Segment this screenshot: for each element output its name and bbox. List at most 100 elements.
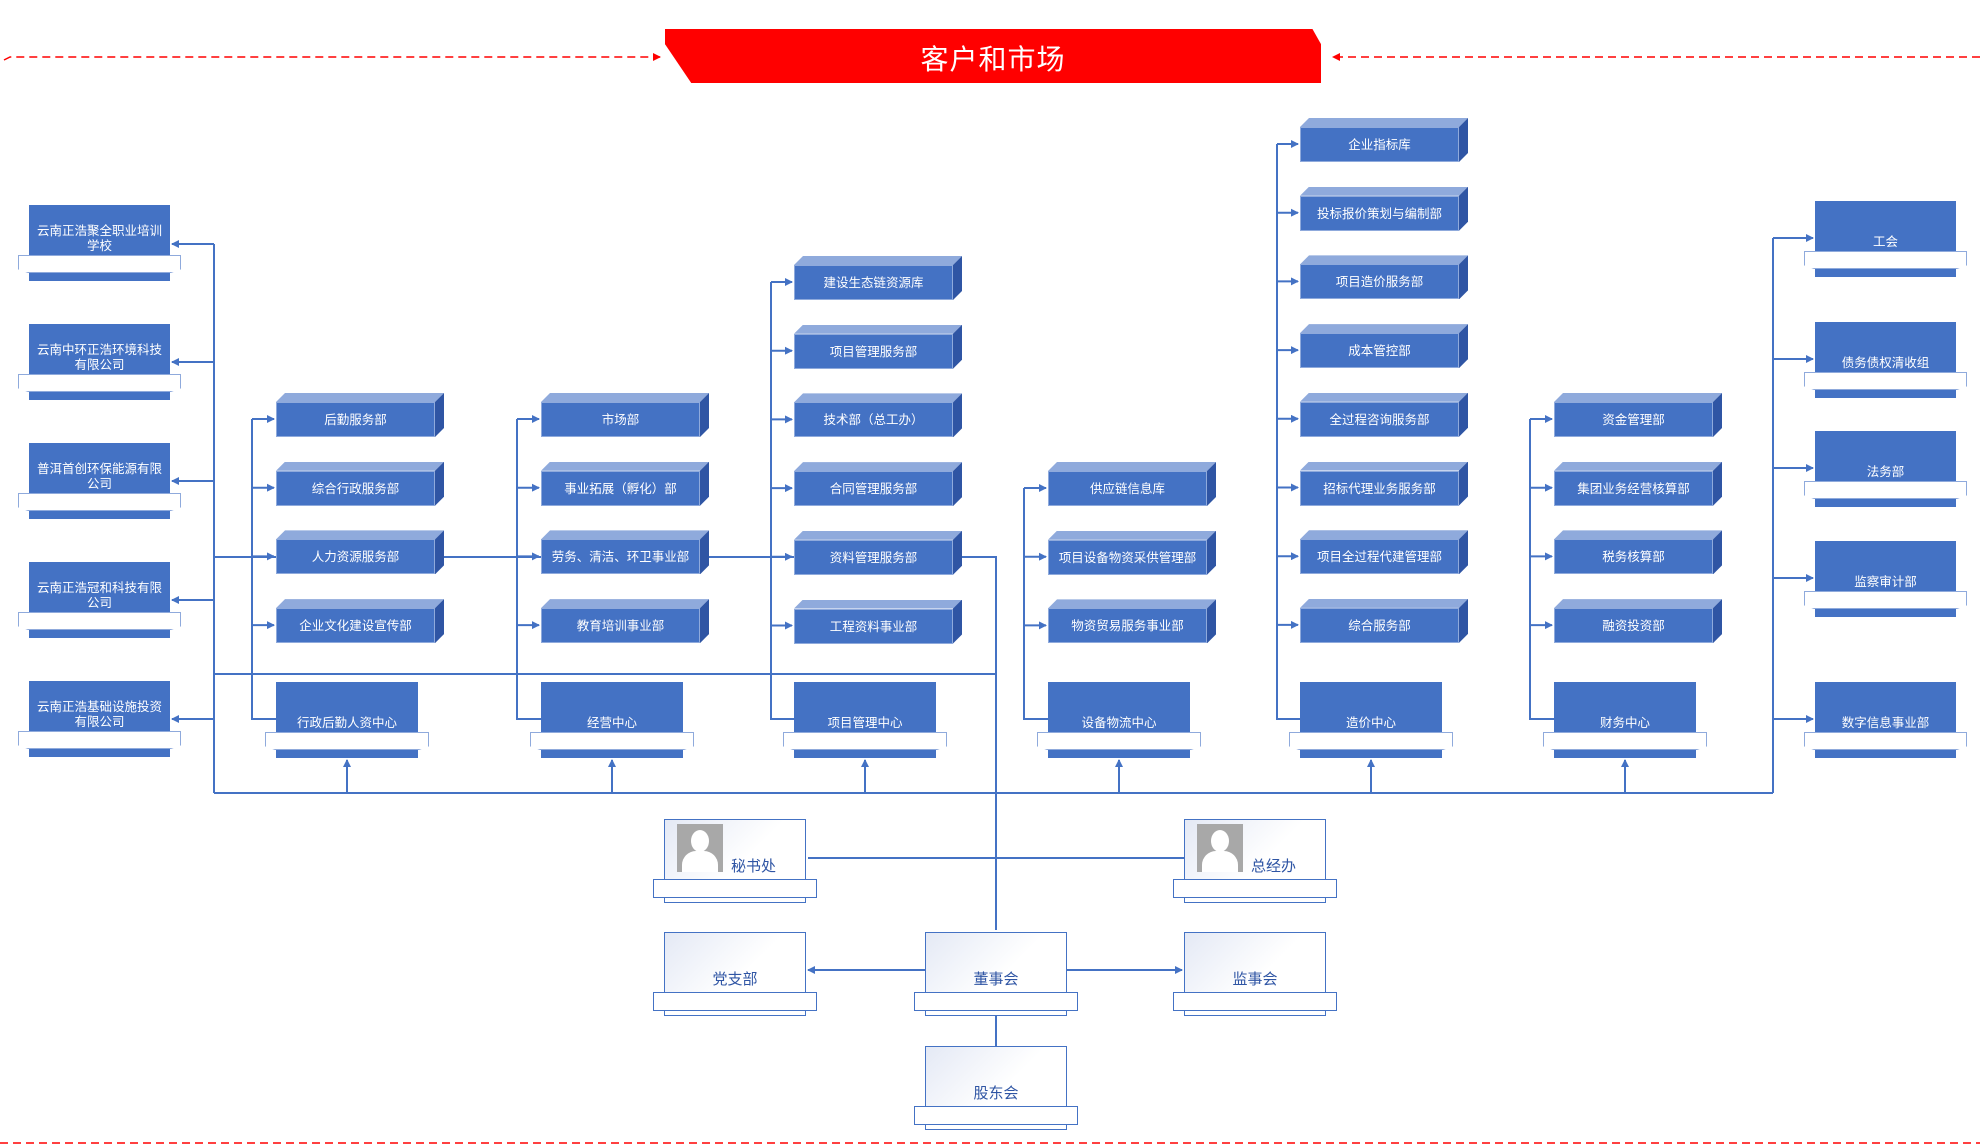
center-branch	[516, 419, 541, 720]
ribbon-band	[18, 731, 181, 749]
ribbon-band	[1804, 372, 1967, 390]
department-box[interactable]: 全过程咨询服务部	[1300, 393, 1468, 437]
department-box[interactable]: 人力资源服务部	[276, 530, 444, 575]
department-box[interactable]: 招标代理业务服务部	[1300, 462, 1468, 506]
department-box[interactable]: 项目造价服务部	[1300, 255, 1468, 300]
department-box[interactable]: 综合行政服务部	[276, 462, 444, 506]
department-box[interactable]: 投标报价策划与编制部	[1300, 187, 1468, 231]
box-side-bevel	[435, 393, 444, 437]
box-top-bevel	[541, 599, 709, 608]
department-box[interactable]: 成本管控部	[1300, 324, 1468, 369]
ribbon-band	[1289, 732, 1453, 750]
department-label: 供应链信息库	[1048, 471, 1207, 506]
ribbon-tail	[541, 750, 683, 758]
person-avatar-icon	[677, 824, 723, 872]
customer-market-banner: 客户和市场	[665, 29, 1321, 83]
department-box[interactable]: 工程资料事业部	[794, 600, 962, 644]
department-label: 资金管理部	[1554, 402, 1713, 437]
department-label: 市场部	[541, 402, 700, 437]
department-box[interactable]: 企业文化建设宣传部	[276, 599, 444, 644]
box-side-bevel	[953, 531, 962, 575]
center-branch	[1023, 488, 1048, 720]
ribbon-band	[18, 493, 181, 511]
box-side-bevel	[1459, 118, 1468, 162]
ribbon-band	[783, 732, 947, 750]
department-box[interactable]: 后勤服务部	[276, 393, 444, 437]
department-label: 物资贸易服务事业部	[1048, 608, 1207, 644]
department-box[interactable]: 综合服务部	[1300, 599, 1468, 643]
department-box[interactable]: 资金管理部	[1554, 393, 1722, 437]
avatar-head	[1211, 830, 1229, 852]
unit-label: 普洱首创环保能源有限公司	[29, 443, 170, 495]
ribbon-tail	[1815, 499, 1956, 507]
box-top-bevel	[541, 462, 709, 471]
ribbon-band	[18, 255, 181, 273]
department-label: 建设生态链资源库	[794, 265, 953, 300]
department-box[interactable]: 资料管理服务部	[794, 531, 962, 575]
department-box[interactable]: 建设生态链资源库	[794, 256, 962, 300]
box-top-bevel	[276, 530, 444, 539]
ribbon-tail	[1815, 750, 1956, 758]
department-label: 教育培训事业部	[541, 608, 700, 644]
box-side-bevel	[1713, 393, 1722, 437]
department-box[interactable]: 劳务、清洁、环卫事业部	[541, 530, 709, 575]
unit-label: 工会	[1815, 201, 1956, 253]
unit-label: 行政后勤人资中心	[276, 682, 418, 734]
box-top-bevel	[541, 393, 709, 402]
box-side-bevel	[1459, 530, 1468, 574]
department-box[interactable]: 技术部（总工办）	[794, 393, 962, 438]
box-top-bevel	[1554, 599, 1722, 608]
box-top-bevel	[276, 393, 444, 402]
box-top-bevel	[276, 599, 444, 608]
department-box[interactable]: 市场部	[541, 393, 709, 437]
box-top-bevel	[794, 393, 962, 402]
ribbon-tail	[276, 750, 418, 758]
box-top-bevel	[1300, 530, 1468, 539]
department-label: 事业拓展（孵化）部	[541, 470, 700, 506]
department-box[interactable]: 项目管理服务部	[794, 325, 962, 369]
box-side-bevel	[953, 600, 962, 644]
box-top-bevel	[276, 462, 444, 471]
department-box[interactable]: 供应链信息库	[1048, 462, 1216, 506]
department-label: 后勤服务部	[276, 402, 435, 437]
box-side-bevel	[1459, 187, 1468, 231]
ribbon-band	[18, 374, 181, 392]
box-side-bevel	[435, 530, 444, 574]
ribbon-band	[1804, 591, 1967, 609]
avatar-body	[682, 851, 718, 872]
avatar-head	[691, 830, 709, 852]
department-box[interactable]: 合同管理服务部	[794, 462, 962, 507]
department-box[interactable]: 项目设备物资采供管理部	[1048, 531, 1216, 575]
department-label: 税务核算部	[1554, 539, 1713, 575]
department-label: 资料管理服务部	[794, 539, 953, 575]
department-box[interactable]: 项目全过程代建管理部	[1300, 530, 1468, 575]
department-box[interactable]: 事业拓展（孵化）部	[541, 462, 709, 506]
ribbon-band	[653, 992, 817, 1011]
department-box[interactable]: 物资贸易服务事业部	[1048, 599, 1216, 644]
department-box[interactable]: 教育培训事业部	[541, 599, 709, 644]
department-box[interactable]: 融资投资部	[1554, 599, 1722, 644]
department-label: 企业文化建设宣传部	[276, 608, 435, 644]
governance-label: 股东会	[925, 1046, 1067, 1108]
ribbon-band	[1804, 732, 1967, 750]
department-box[interactable]: 税务核算部	[1554, 530, 1722, 575]
department-label: 投标报价策划与编制部	[1300, 195, 1459, 231]
unit-label: 监察审计部	[1815, 541, 1956, 593]
box-side-bevel	[1207, 599, 1216, 643]
box-side-bevel	[953, 256, 962, 300]
ribbon-tail	[29, 630, 170, 638]
ribbon-tail	[1048, 750, 1190, 758]
ribbon-tail	[1815, 609, 1956, 617]
department-label: 综合服务部	[1300, 607, 1459, 643]
box-top-bevel	[794, 600, 962, 609]
department-label: 合同管理服务部	[794, 471, 953, 507]
ribbon-tail	[794, 750, 936, 758]
center-branch	[770, 282, 794, 720]
box-side-bevel	[700, 462, 709, 506]
org-connectors	[171, 140, 1814, 1046]
department-label: 项目造价服务部	[1300, 264, 1459, 300]
box-side-bevel	[1207, 531, 1216, 575]
department-box[interactable]: 企业指标库	[1300, 118, 1468, 162]
department-label: 融资投资部	[1554, 608, 1713, 644]
department-box[interactable]: 集团业务经营核算部	[1554, 462, 1722, 506]
